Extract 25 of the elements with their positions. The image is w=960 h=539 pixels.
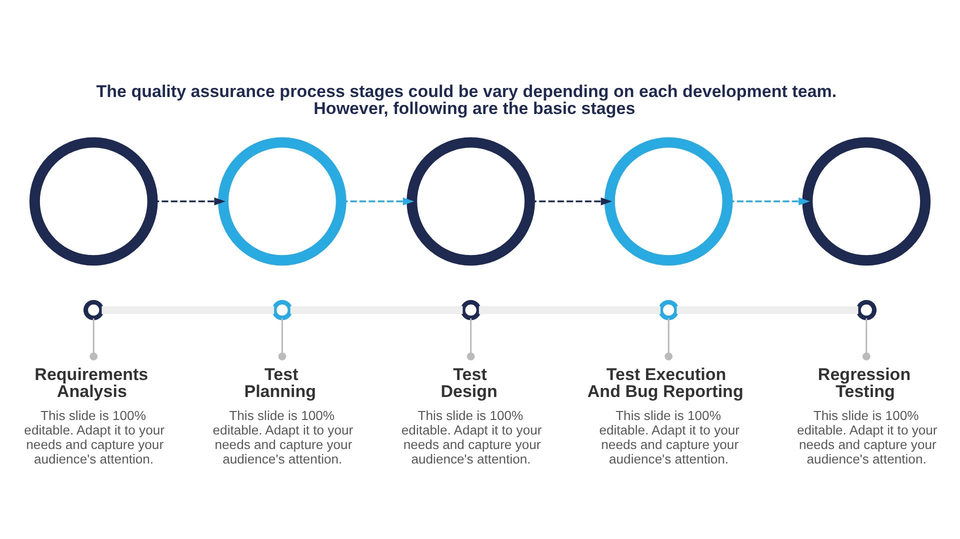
node-circle [802,137,931,266]
node-circle [460,300,481,320]
node-circle [406,137,536,266]
connector [676,306,858,314]
node-circle [272,300,292,320]
connector [466,318,475,360]
node-text: Test Planning This slide is 100% editable. Adapt it to your needs and capture your audience's attention. [212,365,354,466]
connector [278,318,286,360]
node-circle [856,300,877,320]
connector [102,306,274,314]
node-circle [83,300,104,320]
node-circle [29,137,158,266]
diagram-title: The quality assurance process stages could be vary depending on each development team. However, following are the basic stages [96,82,837,118]
connector [290,306,463,314]
node-circle [604,137,733,266]
connector [90,318,98,360]
node-text: Test Design This slide is 100% editable. Adapt it to your needs and capture your audience's attention. [401,365,542,466]
node-circle [218,137,346,266]
connector [664,318,673,360]
connector [478,306,660,314]
node-text: Regression Testing This slide is 100% editable. Adapt it to your needs and capture your audience's attention. [796,365,938,466]
node-text: Requirements Analysis This slide is 100% editable. Adapt it to your needs and capture your audience's attention. [24,365,165,466]
node-circle [658,300,679,320]
node-text: Test Execution And Bug Reporting This slide is 100% editable. Adapt it to your needs and capture your audience's attention. [587,365,744,466]
connector [862,318,870,360]
